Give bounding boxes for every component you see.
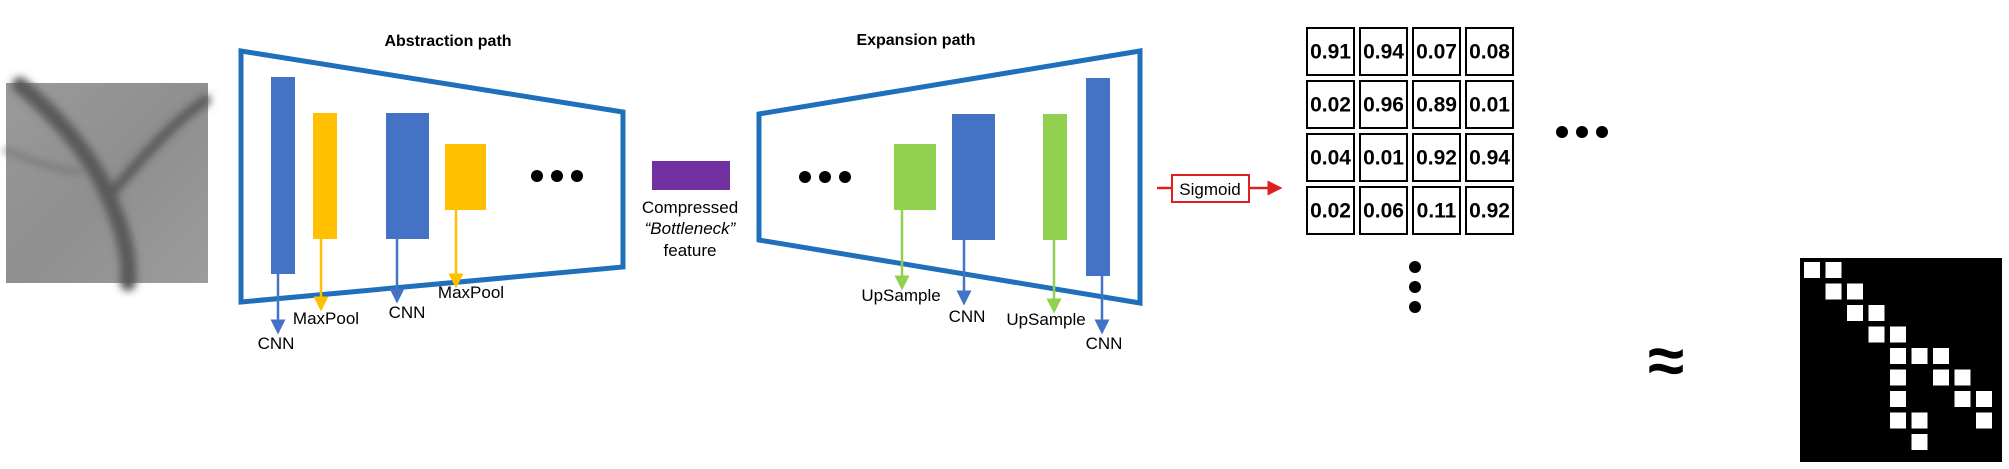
grid-horizontal-ellipsis <box>1556 126 1608 138</box>
decoder-cnn-block-1 <box>952 114 995 240</box>
mask-white-pixel <box>1911 434 1928 450</box>
grid-cell <box>1465 186 1514 235</box>
grid-cell <box>1465 80 1514 129</box>
grid-cell <box>1306 27 1355 76</box>
grid-cell <box>1412 186 1461 235</box>
mask-white-pixel <box>1890 369 1906 386</box>
mask-white-pixel <box>1911 412 1928 429</box>
mask-white-pixel <box>1954 391 1971 407</box>
mask-white-pixel <box>1933 369 1949 386</box>
mask-white-pixel <box>1954 369 1971 386</box>
mask-white-pixel <box>1847 305 1863 321</box>
grid-cell-value: 0.02 <box>1310 200 1351 223</box>
mask-white-pixel <box>1933 348 1949 364</box>
sigmoid-label: Sigmoid <box>1179 180 1240 199</box>
grid-cell <box>1359 186 1408 235</box>
mask-white-pixel <box>1868 326 1885 343</box>
encoder-ellipsis <box>531 170 583 182</box>
grid-cell-value: 0.08 <box>1469 41 1510 64</box>
encoder-label-maxpool-2: MaxPool <box>438 283 504 302</box>
grid-cell-value: 0.01 <box>1363 147 1404 170</box>
grid-cell <box>1412 80 1461 129</box>
encoder-maxpool-block-1 <box>313 113 337 239</box>
mask-white-pixel <box>1825 283 1842 300</box>
approximately-equal-symbol: ≈ <box>1648 323 1684 397</box>
encoder-maxpool-block-2 <box>445 144 486 210</box>
decoder-label-upsample-1: UpSample <box>861 286 940 305</box>
grid-cell <box>1412 133 1461 182</box>
sigmoid-box <box>1171 174 1250 203</box>
decoder-ellipsis <box>799 171 851 183</box>
grid-cell-value: 0.11 <box>1417 200 1457 223</box>
grid-cell-value: 0.01 <box>1469 94 1510 117</box>
mask-white-pixel <box>1890 412 1906 429</box>
encoder-label-cnn-1: CNN <box>258 334 295 353</box>
mask-white-pixel <box>1890 391 1906 407</box>
expansion-path-title: Expansion path <box>856 32 975 49</box>
bottleneck-label-line1: Compressed <box>642 198 738 217</box>
mask-white-pixel <box>1976 412 1992 429</box>
decoder-cnn-block-2 <box>1086 78 1110 276</box>
grid-cell <box>1412 27 1461 76</box>
mask-white-pixel <box>1890 348 1906 364</box>
bottleneck-label-line3: feature <box>664 241 717 260</box>
encoder-cnn-block-1 <box>271 77 295 274</box>
encoder-cnn-block-2 <box>386 113 429 239</box>
expansion-path-outline <box>756 48 1143 306</box>
decoder-label-upsample-2: UpSample <box>1006 310 1085 329</box>
grid-cell-value: 0.02 <box>1310 94 1351 117</box>
decoder-label-cnn-1: CNN <box>949 307 986 326</box>
bottleneck-block <box>652 161 730 190</box>
decoder-label-cnn-2: CNN <box>1086 334 1123 353</box>
decoder-upsample-block-1 <box>894 144 936 210</box>
grid-cell-value: 0.92 <box>1416 147 1457 170</box>
grid-cell-value: 0.91 <box>1310 41 1351 64</box>
mask-white-pixel <box>1976 391 1992 407</box>
grid-vertical-ellipsis <box>1409 261 1421 313</box>
abstraction-path-outline <box>238 48 626 305</box>
mask-white-pixel <box>1847 283 1863 300</box>
grid-cell-value: 0.96 <box>1363 94 1404 117</box>
grid-cell-value: 0.06 <box>1363 200 1404 223</box>
grid-cell <box>1465 27 1514 76</box>
probability-grid: 0.91 0.94 0.07 0.08 0.02 0.96 0.89 0.01 0.04 0.01… <box>1306 27 1514 235</box>
grid-cell-value: 0.92 <box>1469 200 1510 223</box>
encoder-label-cnn-2: CNN <box>389 303 426 322</box>
grid-cell <box>1465 133 1514 182</box>
mask-white-pixel <box>1868 305 1885 321</box>
mask-white-pixel <box>1804 262 1820 278</box>
grid-cell <box>1359 27 1408 76</box>
grid-cell-value: 0.07 <box>1416 41 1457 64</box>
encoder-label-maxpool-1: MaxPool <box>293 309 359 328</box>
grid-cell-value: 0.89 <box>1416 94 1457 117</box>
binary-mask <box>1800 258 2002 462</box>
mask-white-pixel <box>1825 262 1842 278</box>
grid-cell <box>1359 133 1408 182</box>
grid-cell-value: 0.94 <box>1363 41 1404 64</box>
mask-white-pixel <box>1890 326 1906 343</box>
input-image <box>3 77 211 291</box>
abstraction-path-title: Abstraction path <box>384 33 511 50</box>
mask-white-pixel <box>1911 348 1928 364</box>
grid-cell-value: 0.94 <box>1469 147 1510 170</box>
grid-cell <box>1306 133 1355 182</box>
grid-cell-value: 0.04 <box>1310 147 1351 170</box>
decoder-upsample-block-2 <box>1043 114 1067 240</box>
grid-cell <box>1359 80 1408 129</box>
grid-cell <box>1306 186 1355 235</box>
grid-cell <box>1306 80 1355 129</box>
bottleneck-label-line2: “Bottleneck” <box>645 219 737 238</box>
